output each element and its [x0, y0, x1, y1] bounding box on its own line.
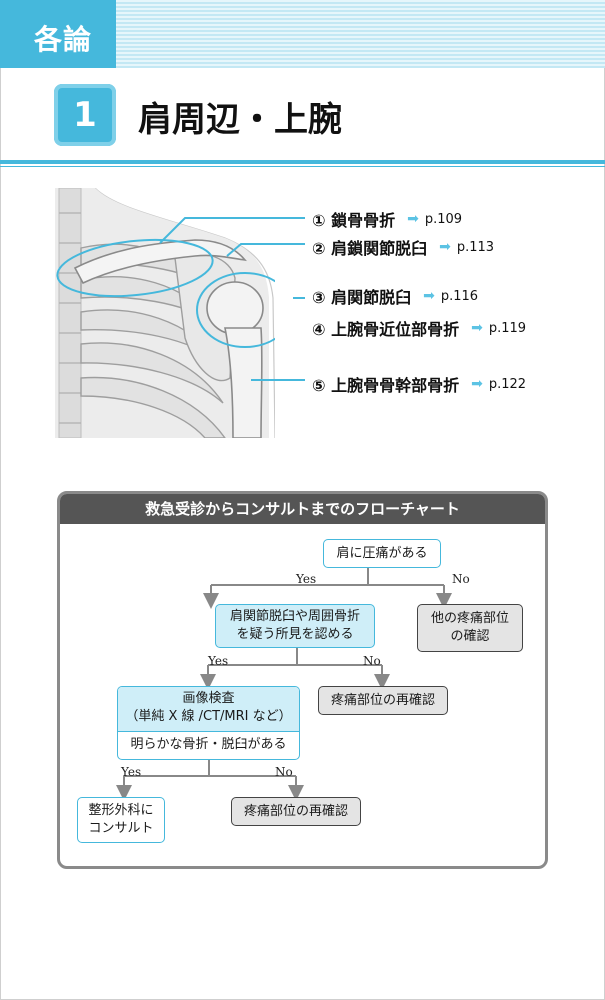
arrow-right-icon: ➡: [407, 211, 419, 227]
label-ac-joint-dislocation: ② 肩鎖関節脱臼 ➡ p.113: [312, 235, 494, 259]
chapter-title: 肩周辺・上腕: [138, 100, 342, 140]
arrow-right-icon: ➡: [471, 320, 483, 336]
node-text-line: 整形外科に: [88, 803, 154, 818]
label-text: ② 肩鎖関節脱臼: [312, 239, 428, 258]
node-text-line: 画像検査: [182, 691, 235, 706]
node-text-line: の確認: [450, 629, 490, 644]
label-clavicle-fracture: ① 鎖骨骨折 ➡ p.109: [312, 207, 462, 231]
node-text-line: 他の疼痛部位: [430, 611, 509, 626]
chapter-number-box: 1: [54, 84, 116, 146]
label-text: ⑤ 上腕骨骨幹部骨折: [312, 376, 460, 395]
chapter-number: 1: [73, 95, 97, 135]
no-label: No: [275, 765, 293, 779]
flowchart: 救急受診からコンサルトまでのフローチャート Yes No Yes No Yes …: [57, 491, 548, 869]
label-proximal-humerus-fracture: ④ 上腕骨近位部骨折 ➡ p.119: [312, 316, 526, 340]
label-shoulder-dislocation: ③ 肩関節脱臼 ➡ p.116: [312, 284, 478, 308]
node-shoulder-tenderness: 肩に圧痛がある: [323, 539, 441, 568]
label-text: ① 鎖骨骨折: [312, 211, 396, 230]
node-imaging-top: 画像検査 （単純 X 線 /CT/MRI など）: [118, 687, 299, 731]
node-check-other-site: 他の疼痛部位 の確認: [417, 604, 523, 652]
arrow-right-icon: ➡: [423, 288, 435, 304]
page-ref: p.109: [424, 211, 463, 227]
node-ortho-consult: 整形外科に コンサルト: [77, 797, 165, 843]
node-text: 明らかな骨折・脱臼がある: [118, 731, 299, 758]
yes-label: Yes: [208, 654, 229, 668]
label-text: ④ 上腕骨近位部骨折: [312, 320, 460, 339]
node-text-line: コンサルト: [88, 821, 154, 836]
arrow-right-icon: ➡: [439, 239, 451, 255]
page-ref: p.113: [456, 239, 495, 255]
page-ref: p.119: [488, 320, 527, 336]
flowchart-title: 救急受診からコンサルトまでのフローチャート: [145, 500, 460, 518]
shoulder-anatomy-illustration: [55, 188, 305, 438]
label-humeral-shaft-fracture: ⑤ 上腕骨骨幹部骨折 ➡ p.122: [312, 372, 526, 396]
arrow-right-icon: ➡: [471, 376, 483, 392]
page-ref: p.122: [488, 376, 527, 392]
node-suspect-dislocation-fracture: 肩関節脱臼や周囲骨折 を疑う所見を認める: [215, 604, 375, 648]
flowchart-header: 救急受診からコンサルトまでのフローチャート: [60, 494, 545, 524]
title-rule-thin: [0, 166, 605, 167]
section-tab: 各論: [0, 0, 116, 68]
yes-label: Yes: [296, 572, 317, 586]
flowchart-connectors: [116, 568, 452, 801]
node-recheck-pain-site: 疼痛部位の再確認: [231, 797, 361, 826]
node-text: 疼痛部位の再確認: [330, 692, 435, 708]
node-text-line: を疑う所見を認める: [236, 627, 354, 642]
node-imaging: 画像検査 （単純 X 線 /CT/MRI など） 明らかな骨折・脱臼がある: [117, 686, 300, 760]
node-text-line: 肩関節脱臼や周囲骨折: [229, 609, 360, 624]
page-ref: p.116: [440, 288, 479, 304]
label-text: ③ 肩関節脱臼: [312, 288, 412, 307]
node-text: 疼痛部位の再確認: [243, 803, 348, 819]
title-rule: [0, 160, 605, 164]
section-tab-label: 各論: [34, 23, 93, 56]
node-text: 肩に圧痛がある: [336, 545, 428, 561]
node-text-line: （単純 X 線 /CT/MRI など）: [125, 709, 292, 724]
no-label: No: [452, 572, 470, 586]
no-label: No: [363, 654, 381, 668]
header-band: [116, 0, 605, 68]
yes-label: Yes: [121, 765, 142, 779]
node-recheck-pain-site: 疼痛部位の再確認: [318, 686, 448, 715]
